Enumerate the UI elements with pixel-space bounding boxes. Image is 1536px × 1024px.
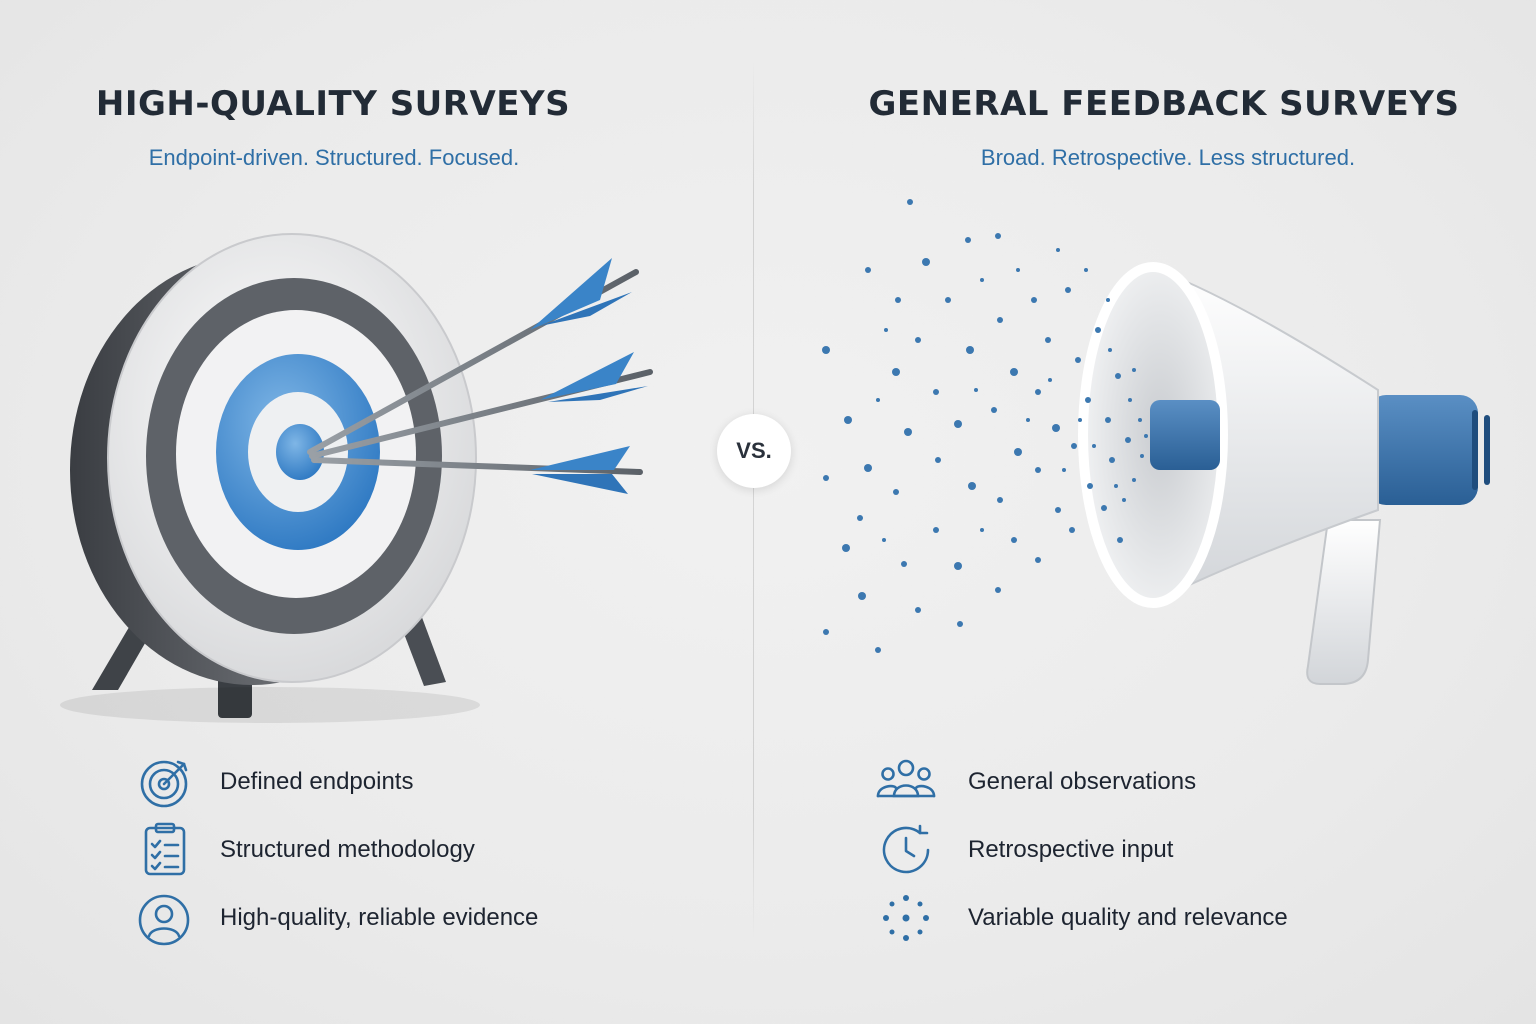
high-quality-feature-list: Defined endpoints Structured methodology	[136, 748, 538, 952]
list-item: High-quality, reliable evidence	[136, 884, 538, 952]
user-badge-icon	[138, 894, 190, 946]
arrow-middle	[309, 352, 653, 459]
feature-label: High-quality, reliable evidence	[220, 904, 539, 931]
panel-title-high-quality: HIGH-QUALITY SURVEYS	[95, 84, 571, 124]
feature-label: General observations	[968, 768, 1197, 795]
target-icon	[140, 760, 188, 808]
megaphone-illustration	[822, 199, 1490, 685]
panel-subtitle-general-feedback: Broad. Retrospective. Less structured.	[980, 145, 1356, 170]
general-feedback-feature-list: General observations Retrospective input	[876, 748, 1288, 952]
list-item: Structured methodology	[136, 816, 538, 884]
clock-history-icon	[882, 824, 930, 874]
people-group-icon	[876, 759, 936, 798]
feature-label: Variable quality and relevance	[968, 904, 1288, 931]
particle-spray	[822, 199, 1148, 653]
archery-target-illustration	[60, 233, 653, 723]
general-feedback-panel: GENERAL FEEDBACK SURVEYS Broad. Retrospe…	[768, 0, 1536, 1024]
list-item: Defined endpoints	[136, 748, 538, 816]
panel-divider	[753, 60, 754, 940]
feature-label: Structured methodology	[220, 836, 475, 863]
arrow-top	[307, 258, 639, 455]
list-item: Variable quality and relevance	[876, 884, 1288, 952]
scattered-dots-icon	[883, 895, 929, 941]
vs-badge: VS.	[717, 414, 791, 488]
clipboard-checklist-icon	[144, 822, 186, 876]
high-quality-panel: HIGH-QUALITY SURVEYS Endpoint-driven. St…	[60, 84, 653, 952]
panel-subtitle-high-quality: Endpoint-driven. Structured. Focused.	[148, 145, 520, 170]
panel-title-general-feedback: GENERAL FEEDBACK SURVEYS	[868, 84, 1460, 124]
feature-label: Retrospective input	[968, 836, 1174, 863]
arrow-bottom	[311, 446, 643, 494]
list-item: Retrospective input	[876, 816, 1288, 884]
feature-label: Defined endpoints	[220, 768, 414, 795]
list-item: General observations	[876, 748, 1288, 816]
